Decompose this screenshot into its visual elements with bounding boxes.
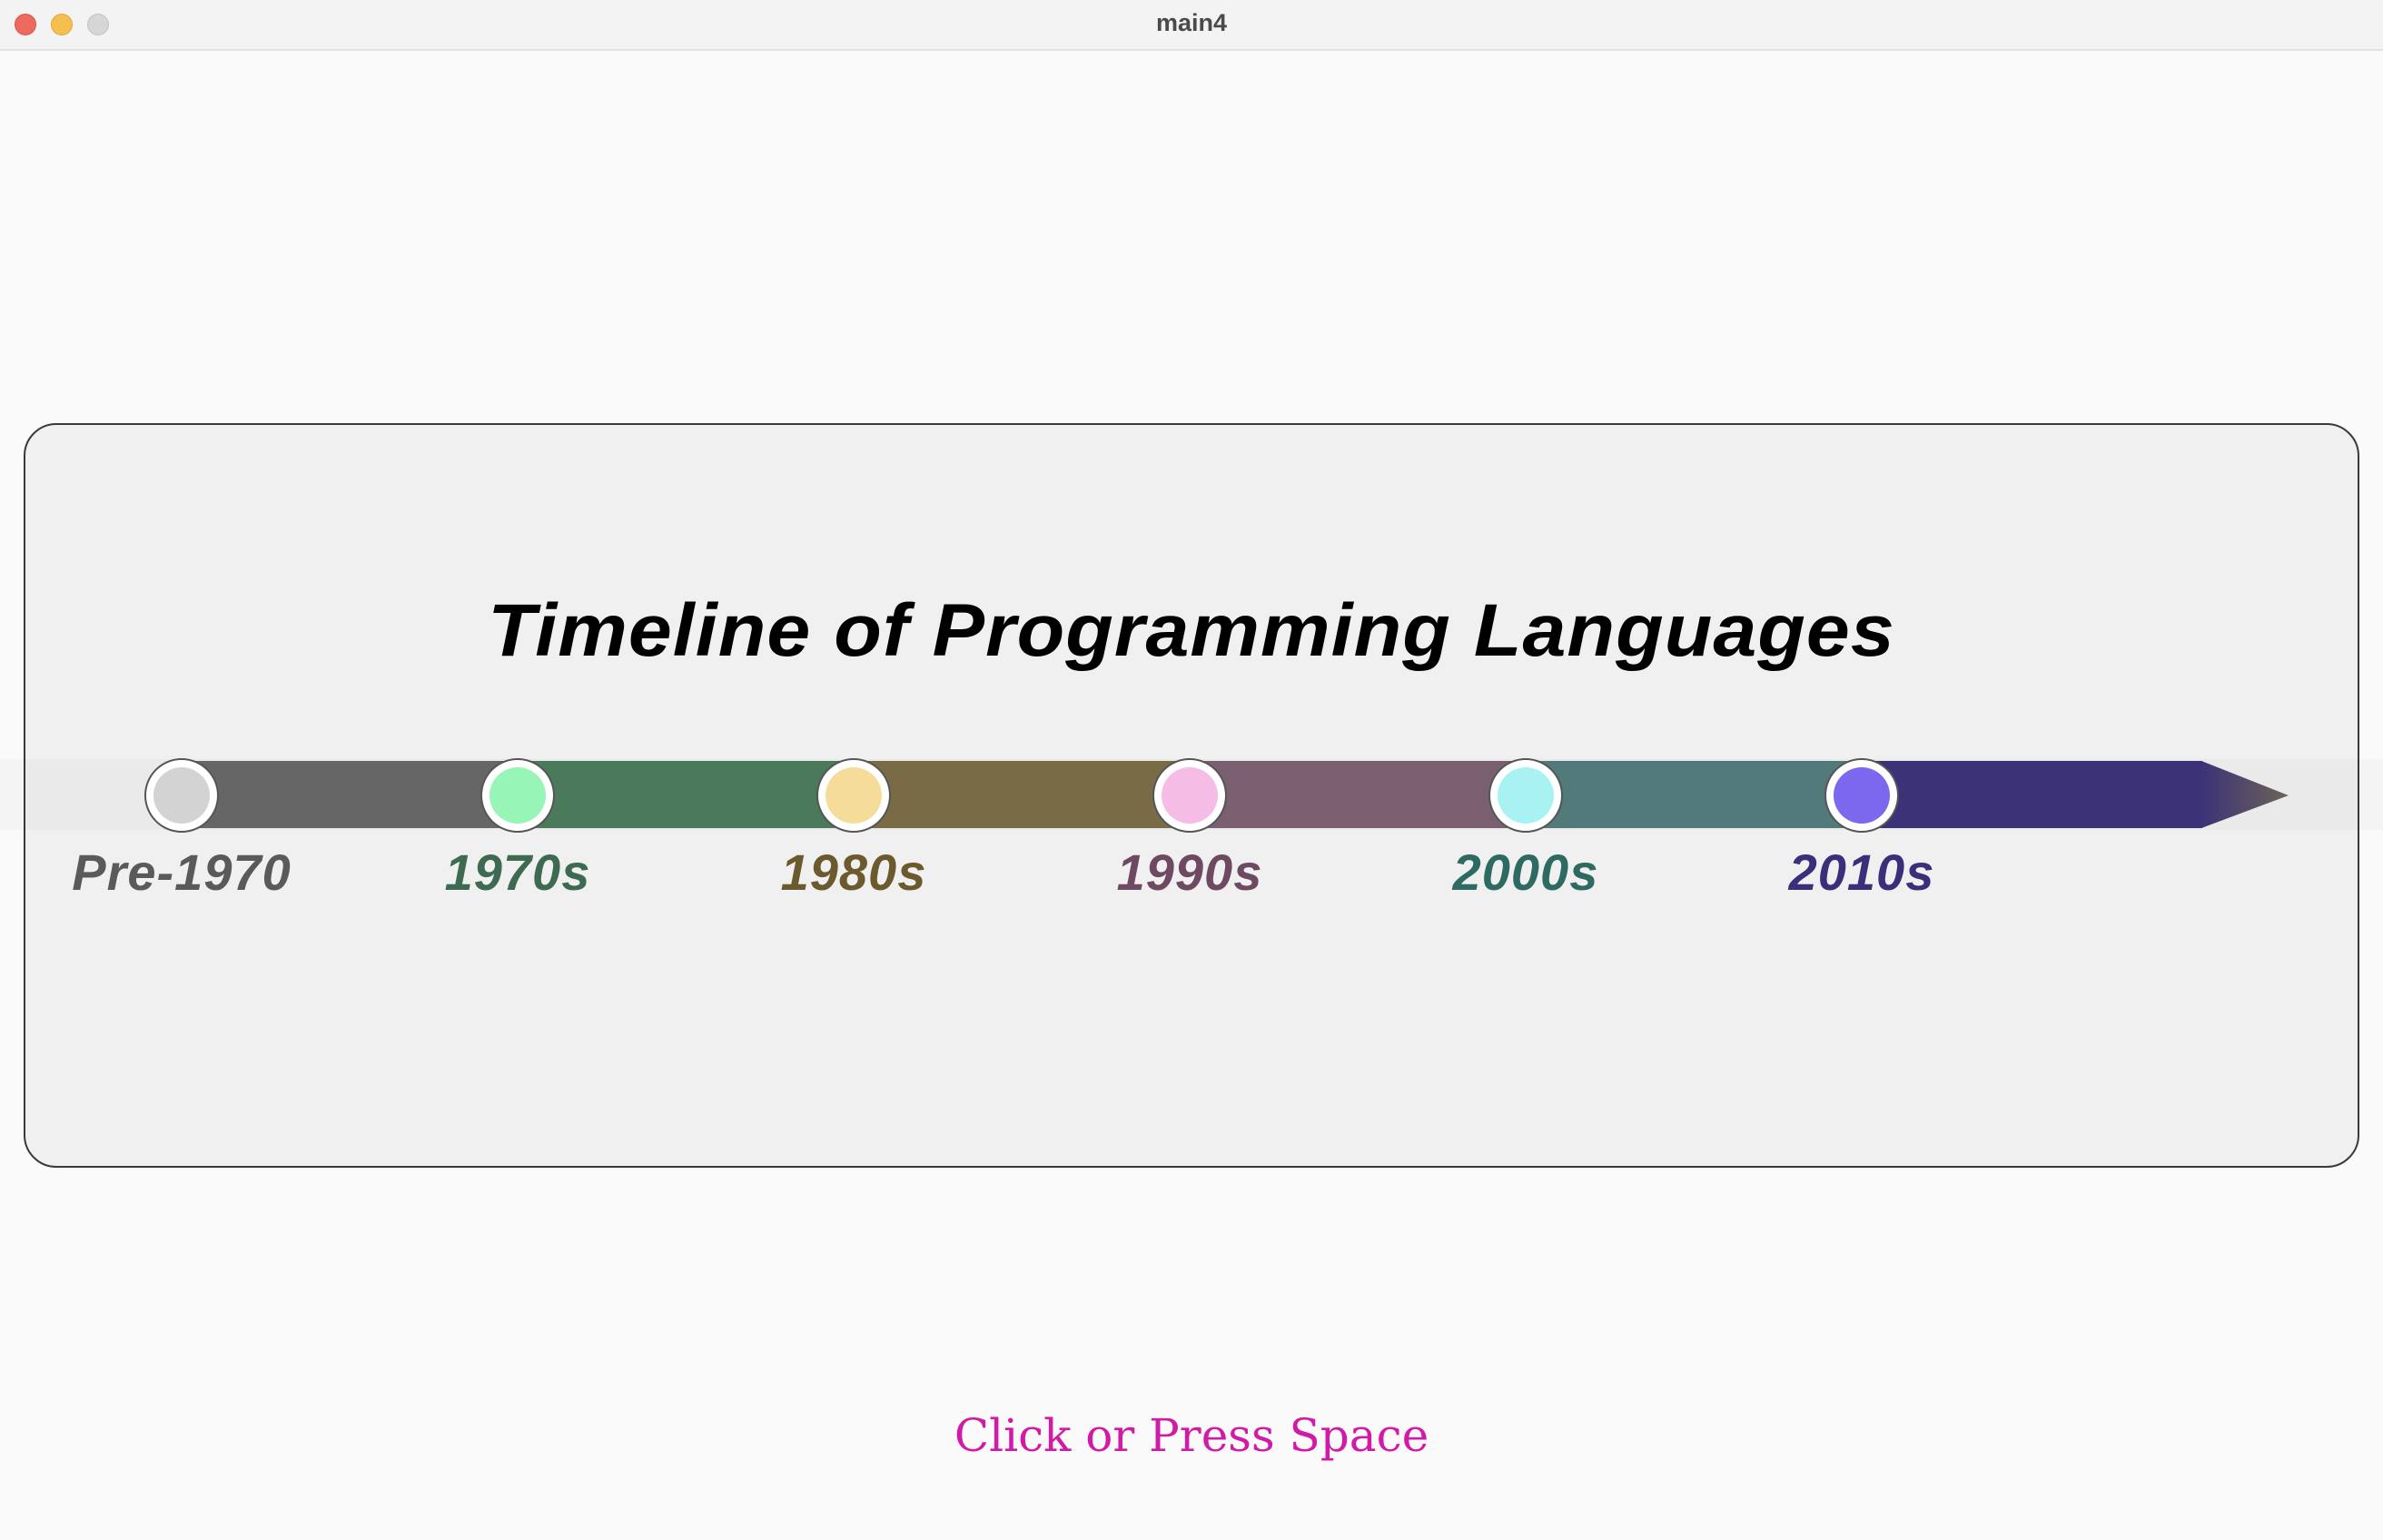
title-bar: main4 xyxy=(0,0,2383,51)
era-label: Pre-1970 xyxy=(72,844,292,901)
timeline-segment xyxy=(854,761,1190,828)
era-label: 2010s xyxy=(1788,844,1935,901)
timeline-node-fill xyxy=(1834,767,1890,824)
timeline-segment xyxy=(1862,761,2202,828)
timeline-segment xyxy=(518,761,854,828)
timeline-node-fill xyxy=(826,767,882,824)
timeline-node-fill xyxy=(1162,767,1218,824)
era-label: 2000s xyxy=(1452,844,1599,901)
zoom-window-button[interactable] xyxy=(87,14,109,35)
era-label: 1980s xyxy=(780,844,927,901)
window-title: main4 xyxy=(1155,9,1228,36)
timeline-segment xyxy=(1190,761,1526,828)
timeline-node-fill xyxy=(489,767,546,824)
timeline-segment xyxy=(182,761,518,828)
era-label: 1990s xyxy=(1116,844,1263,901)
timeline-node-fill xyxy=(1498,767,1554,824)
slide-heading: Timeline of Programming Languages xyxy=(488,589,1895,672)
close-window-button[interactable] xyxy=(15,14,36,35)
era-label: 1970s xyxy=(444,844,591,901)
advance-prompt[interactable]: Click or Press Space xyxy=(954,1409,1429,1462)
minimize-window-button[interactable] xyxy=(51,14,73,35)
timeline-segment xyxy=(1526,761,1862,828)
timeline-arrowhead xyxy=(2201,761,2289,828)
timeline-node-fill xyxy=(153,767,210,824)
